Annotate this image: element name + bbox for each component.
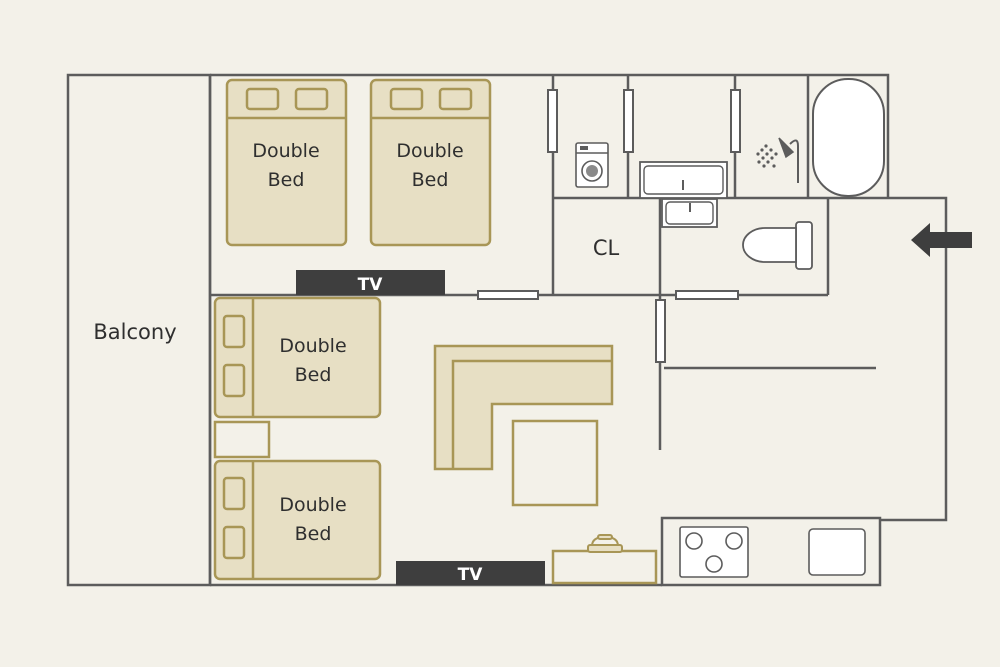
entrance-arrow-icon bbox=[911, 223, 972, 257]
bed-1: Double Bed bbox=[225, 78, 348, 247]
bed-3: Double Bed bbox=[213, 296, 382, 419]
balcony-label: Balcony bbox=[93, 320, 176, 344]
tv-2-label: TV bbox=[458, 565, 484, 585]
shower-icon bbox=[756, 137, 799, 183]
bed-2: Double Bed bbox=[369, 78, 492, 247]
washbasin-counter bbox=[639, 161, 728, 199]
bathtub-icon bbox=[812, 78, 885, 197]
toilet-icon bbox=[742, 221, 813, 270]
nightstand bbox=[213, 420, 271, 459]
bed-3-label-line1: Double bbox=[279, 335, 346, 357]
tv-1: TV bbox=[296, 270, 445, 295]
bed-3-label-line2: Bed bbox=[295, 364, 332, 386]
bed-1-label-line1: Double bbox=[252, 140, 319, 162]
coffee-table bbox=[511, 419, 599, 507]
washing-machine-icon bbox=[575, 142, 609, 188]
stove-icon bbox=[679, 526, 749, 578]
side-cabinet bbox=[551, 549, 658, 585]
tv-2: TV bbox=[396, 561, 545, 585]
bed-4: Double Bed bbox=[213, 459, 382, 581]
bed-2-label-line1: Double bbox=[396, 140, 463, 162]
tv-1-label: TV bbox=[358, 275, 384, 295]
bed-4-label-line1: Double bbox=[279, 494, 346, 516]
telephone-icon bbox=[587, 534, 623, 553]
l-shaped-sofa bbox=[433, 344, 614, 471]
walls bbox=[208, 73, 948, 587]
hand-basin bbox=[661, 198, 718, 228]
bed-4-label-line2: Bed bbox=[295, 523, 332, 545]
doors bbox=[477, 89, 741, 363]
bed-1-label-line2: Bed bbox=[268, 169, 305, 191]
bed-2-label-line2: Bed bbox=[412, 169, 449, 191]
kitchen-sink bbox=[808, 528, 866, 576]
closet-label: CL bbox=[593, 236, 620, 260]
